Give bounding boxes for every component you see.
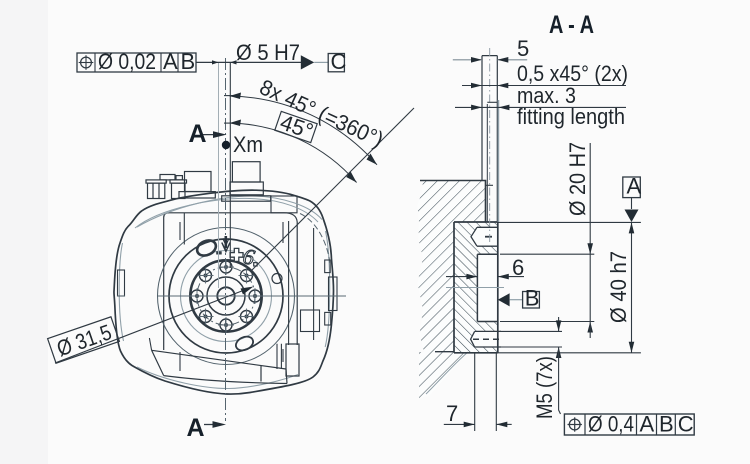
svg-text:Ø 0,4: Ø 0,4 bbox=[588, 412, 634, 437]
svg-text:6: 6 bbox=[512, 255, 524, 280]
svg-text:Ø 20 H7: Ø 20 H7 bbox=[565, 142, 590, 216]
svg-text:A - A: A - A bbox=[549, 11, 594, 39]
svg-text:B: B bbox=[525, 286, 540, 311]
svg-text:Ø 0,02: Ø 0,02 bbox=[98, 49, 156, 74]
svg-text:fitting length: fitting length bbox=[517, 104, 625, 129]
svg-text:Ø 5 H7: Ø 5 H7 bbox=[236, 40, 300, 65]
svg-text:Xm: Xm bbox=[233, 132, 263, 157]
svg-text:C: C bbox=[678, 412, 694, 437]
svg-text:C: C bbox=[331, 49, 347, 74]
svg-text:Ø 40 h7: Ø 40 h7 bbox=[606, 251, 631, 323]
svg-text:5: 5 bbox=[517, 36, 529, 61]
svg-text:A: A bbox=[627, 174, 642, 199]
svg-text:A: A bbox=[189, 120, 207, 148]
svg-text:B: B bbox=[659, 412, 674, 437]
svg-text:0,5 x45° (2x): 0,5 x45° (2x) bbox=[517, 61, 628, 86]
svg-text:B: B bbox=[181, 49, 196, 74]
svg-text:A: A bbox=[187, 414, 205, 442]
svg-text:M5 (7x): M5 (7x) bbox=[532, 356, 557, 419]
svg-text:A: A bbox=[163, 49, 178, 74]
svg-text:A: A bbox=[640, 412, 655, 437]
svg-text:7: 7 bbox=[446, 401, 458, 426]
svg-text:max. 3: max. 3 bbox=[517, 83, 576, 108]
